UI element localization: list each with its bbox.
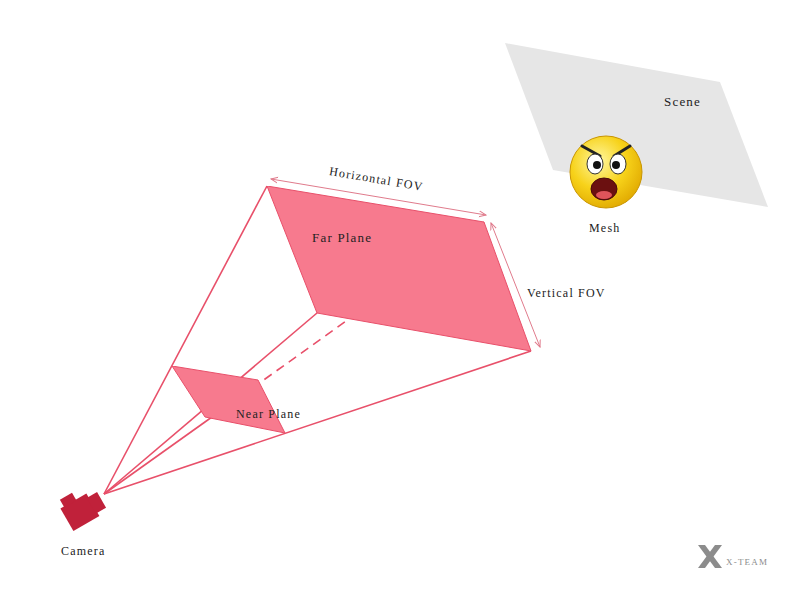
near-plane-outline bbox=[172, 366, 332, 434]
dimension-label-holder: Horizontal FOV bbox=[328, 161, 425, 194]
plane-label: Far Plane bbox=[312, 230, 372, 246]
far-plane-outline bbox=[267, 186, 532, 352]
frustum-lines bbox=[104, 186, 531, 494]
dimension-label: Horizontal FOV bbox=[328, 164, 424, 194]
text-holder: Scene bbox=[664, 92, 701, 110]
scene-plane: Scene bbox=[505, 43, 769, 208]
camera-icon bbox=[56, 482, 108, 531]
plane-label: Near Plane bbox=[236, 407, 301, 421]
watermark-holder: X-TEAM bbox=[726, 551, 768, 569]
logo-mark bbox=[698, 545, 722, 568]
part-label: Mesh bbox=[589, 221, 620, 235]
part-label-holder: Mesh bbox=[589, 218, 620, 236]
text-holder: Near Plane bbox=[236, 404, 301, 422]
part-label-holder: Camera bbox=[61, 541, 106, 559]
scene-plane-outline bbox=[505, 43, 769, 208]
near-plane: Near Plane bbox=[172, 366, 332, 434]
text-holder: Far Plane bbox=[312, 228, 372, 246]
watermark: X-TEAM bbox=[726, 557, 768, 568]
far-plane: Far Plane bbox=[267, 186, 532, 352]
dimension-label-holder: Vertical FOV bbox=[527, 283, 606, 301]
plane-label: Scene bbox=[664, 94, 701, 110]
part-label: Camera bbox=[61, 544, 106, 558]
dimension-label: Vertical FOV bbox=[527, 286, 606, 300]
